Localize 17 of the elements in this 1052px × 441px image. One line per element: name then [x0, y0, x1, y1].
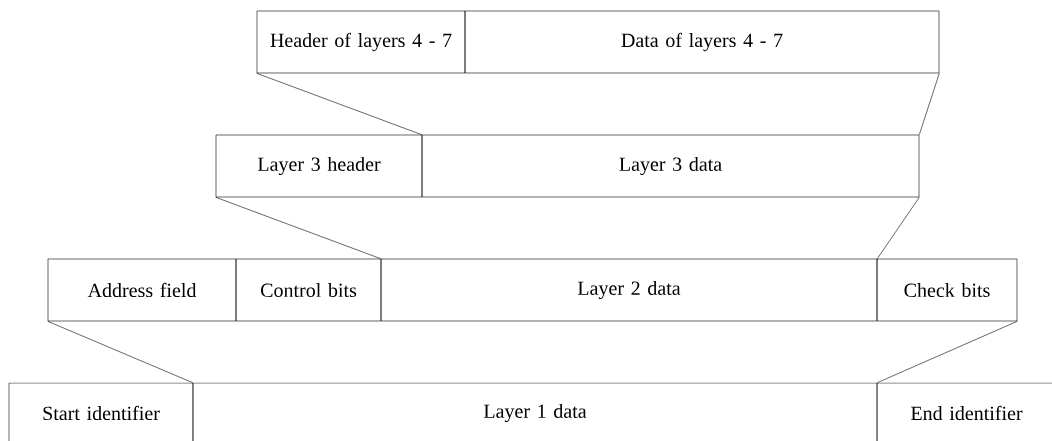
cell: Header of layers 4 - 7 [256, 10, 466, 74]
expansion-line [877, 321, 1018, 383]
cell: Layer 3 data [421, 134, 920, 198]
expansion-line [919, 73, 940, 135]
cell: Check bits [876, 258, 1018, 322]
cell: Layer 3 header [215, 134, 423, 198]
cell: Start identifier [8, 382, 194, 441]
cell: Layer 2 data [380, 258, 878, 322]
cell: Address field [47, 258, 237, 322]
cell: Data of layers 4 - 7 [464, 10, 940, 74]
expansion-line [47, 321, 193, 383]
expansion-line [877, 197, 920, 259]
cell: Layer 1 data [192, 382, 878, 441]
expansion-line [256, 73, 422, 135]
cell: Control bits [235, 258, 382, 322]
cell: End identifier [876, 382, 1052, 441]
expansion-line [215, 197, 381, 259]
